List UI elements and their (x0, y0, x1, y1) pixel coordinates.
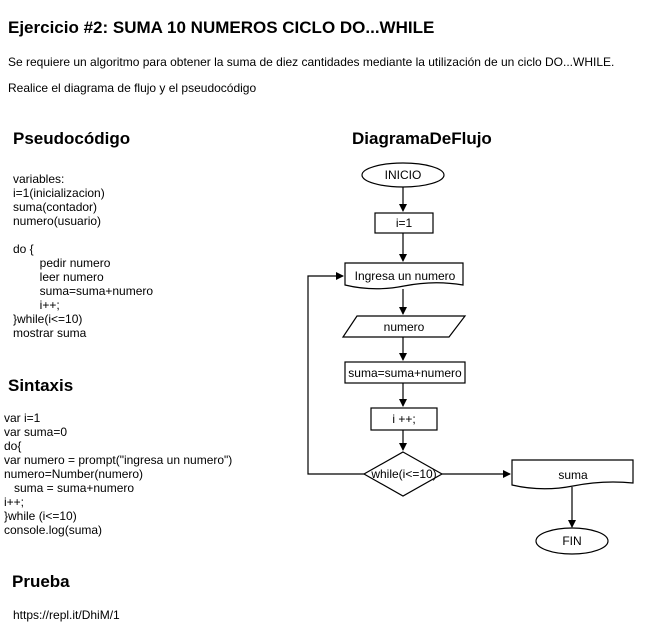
pseudocode-line: do { (13, 242, 34, 256)
syntax-line: numero=Number(numero) (4, 467, 144, 481)
input-prompt-label: Ingresa un numero (355, 269, 456, 283)
input-prompt-document: Ingresa un numero (344, 262, 464, 290)
input-data: numero (341, 315, 467, 338)
loop-back-arrow (307, 272, 364, 475)
syntax-line: console.log(suma) (4, 523, 103, 537)
pseudocode-line: }while(i<=10) (13, 312, 83, 326)
pseudocode-line: i++; (13, 298, 60, 312)
problem-description: Se requiere un algoritmo para obtener la… (8, 55, 615, 69)
syntax-line: var suma=0 (4, 425, 68, 439)
pseudocode-line: mostrar suma (13, 326, 87, 340)
start-label: INICIO (385, 168, 422, 182)
condition-decision: while(i<=10) (362, 451, 444, 497)
pseudocode-line: suma=suma+numero (13, 284, 154, 298)
pseudocode-line: suma(contador) (13, 200, 98, 214)
output-label: suma (558, 468, 588, 482)
pseudocode-heading: Pseudocódigo (13, 129, 131, 148)
input-data-label: numero (384, 320, 425, 334)
pseudocode-block: variables: i=1(inicializacion) suma(cont… (13, 172, 153, 340)
sum-process: suma=suma+numero (344, 361, 466, 384)
page-title: Ejercicio #2: SUMA 10 NUMEROS CICLO DO..… (8, 18, 435, 37)
syntax-line: suma = suma+numero (4, 481, 135, 495)
output-document: suma (511, 459, 634, 490)
pseudocode-line: leer numero (13, 270, 104, 284)
pseudocode-line: variables: (13, 172, 65, 186)
condition-label: while(i<=10) (370, 467, 436, 481)
syntax-line: }while (i<=10) (4, 509, 77, 523)
pseudocode-line: pedir numero (13, 256, 111, 270)
repl-link[interactable]: https://repl.it/DhiM/1 (13, 608, 120, 622)
syntax-line: var i=1 (4, 411, 41, 425)
sum-label: suma=suma+numero (348, 366, 462, 380)
increment-process: i ++; (370, 407, 438, 431)
syntax-line: do{ (4, 439, 22, 453)
end-label: FIN (562, 534, 581, 548)
syntax-line: var numero = prompt("ingresa un numero") (4, 453, 233, 467)
instruction-text: Realice el diagrama de flujo y el pseudo… (8, 81, 257, 95)
test-heading: Prueba (12, 572, 70, 591)
increment-label: i ++; (392, 412, 415, 426)
pseudocode-line: i=1(inicializacion) (13, 186, 105, 200)
start-terminal: INICIO (361, 162, 445, 188)
flowchart-heading: DiagramaDeFlujo (352, 129, 492, 148)
syntax-block: var i=1 var suma=0 do{ var numero = prom… (4, 411, 232, 537)
end-terminal: FIN (535, 527, 609, 555)
init-label: i=1 (396, 216, 413, 230)
syntax-heading: Sintaxis (8, 376, 74, 395)
init-process: i=1 (374, 212, 434, 234)
syntax-line: i++; (4, 495, 25, 509)
pseudocode-line: numero(usuario) (13, 214, 102, 228)
